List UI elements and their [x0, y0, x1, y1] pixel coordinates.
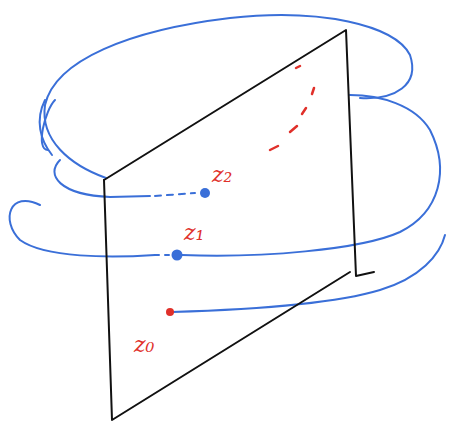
point-z0 — [166, 308, 174, 316]
point-label: z₂ — [212, 164, 232, 186]
helix-curve — [10, 15, 445, 312]
point-z1 — [172, 250, 183, 261]
point-label: z₀ — [134, 334, 154, 356]
plane-outline — [104, 30, 374, 420]
dotted-continuation — [270, 66, 314, 150]
point-z2 — [200, 188, 210, 198]
point-label: z₁ — [184, 222, 204, 244]
